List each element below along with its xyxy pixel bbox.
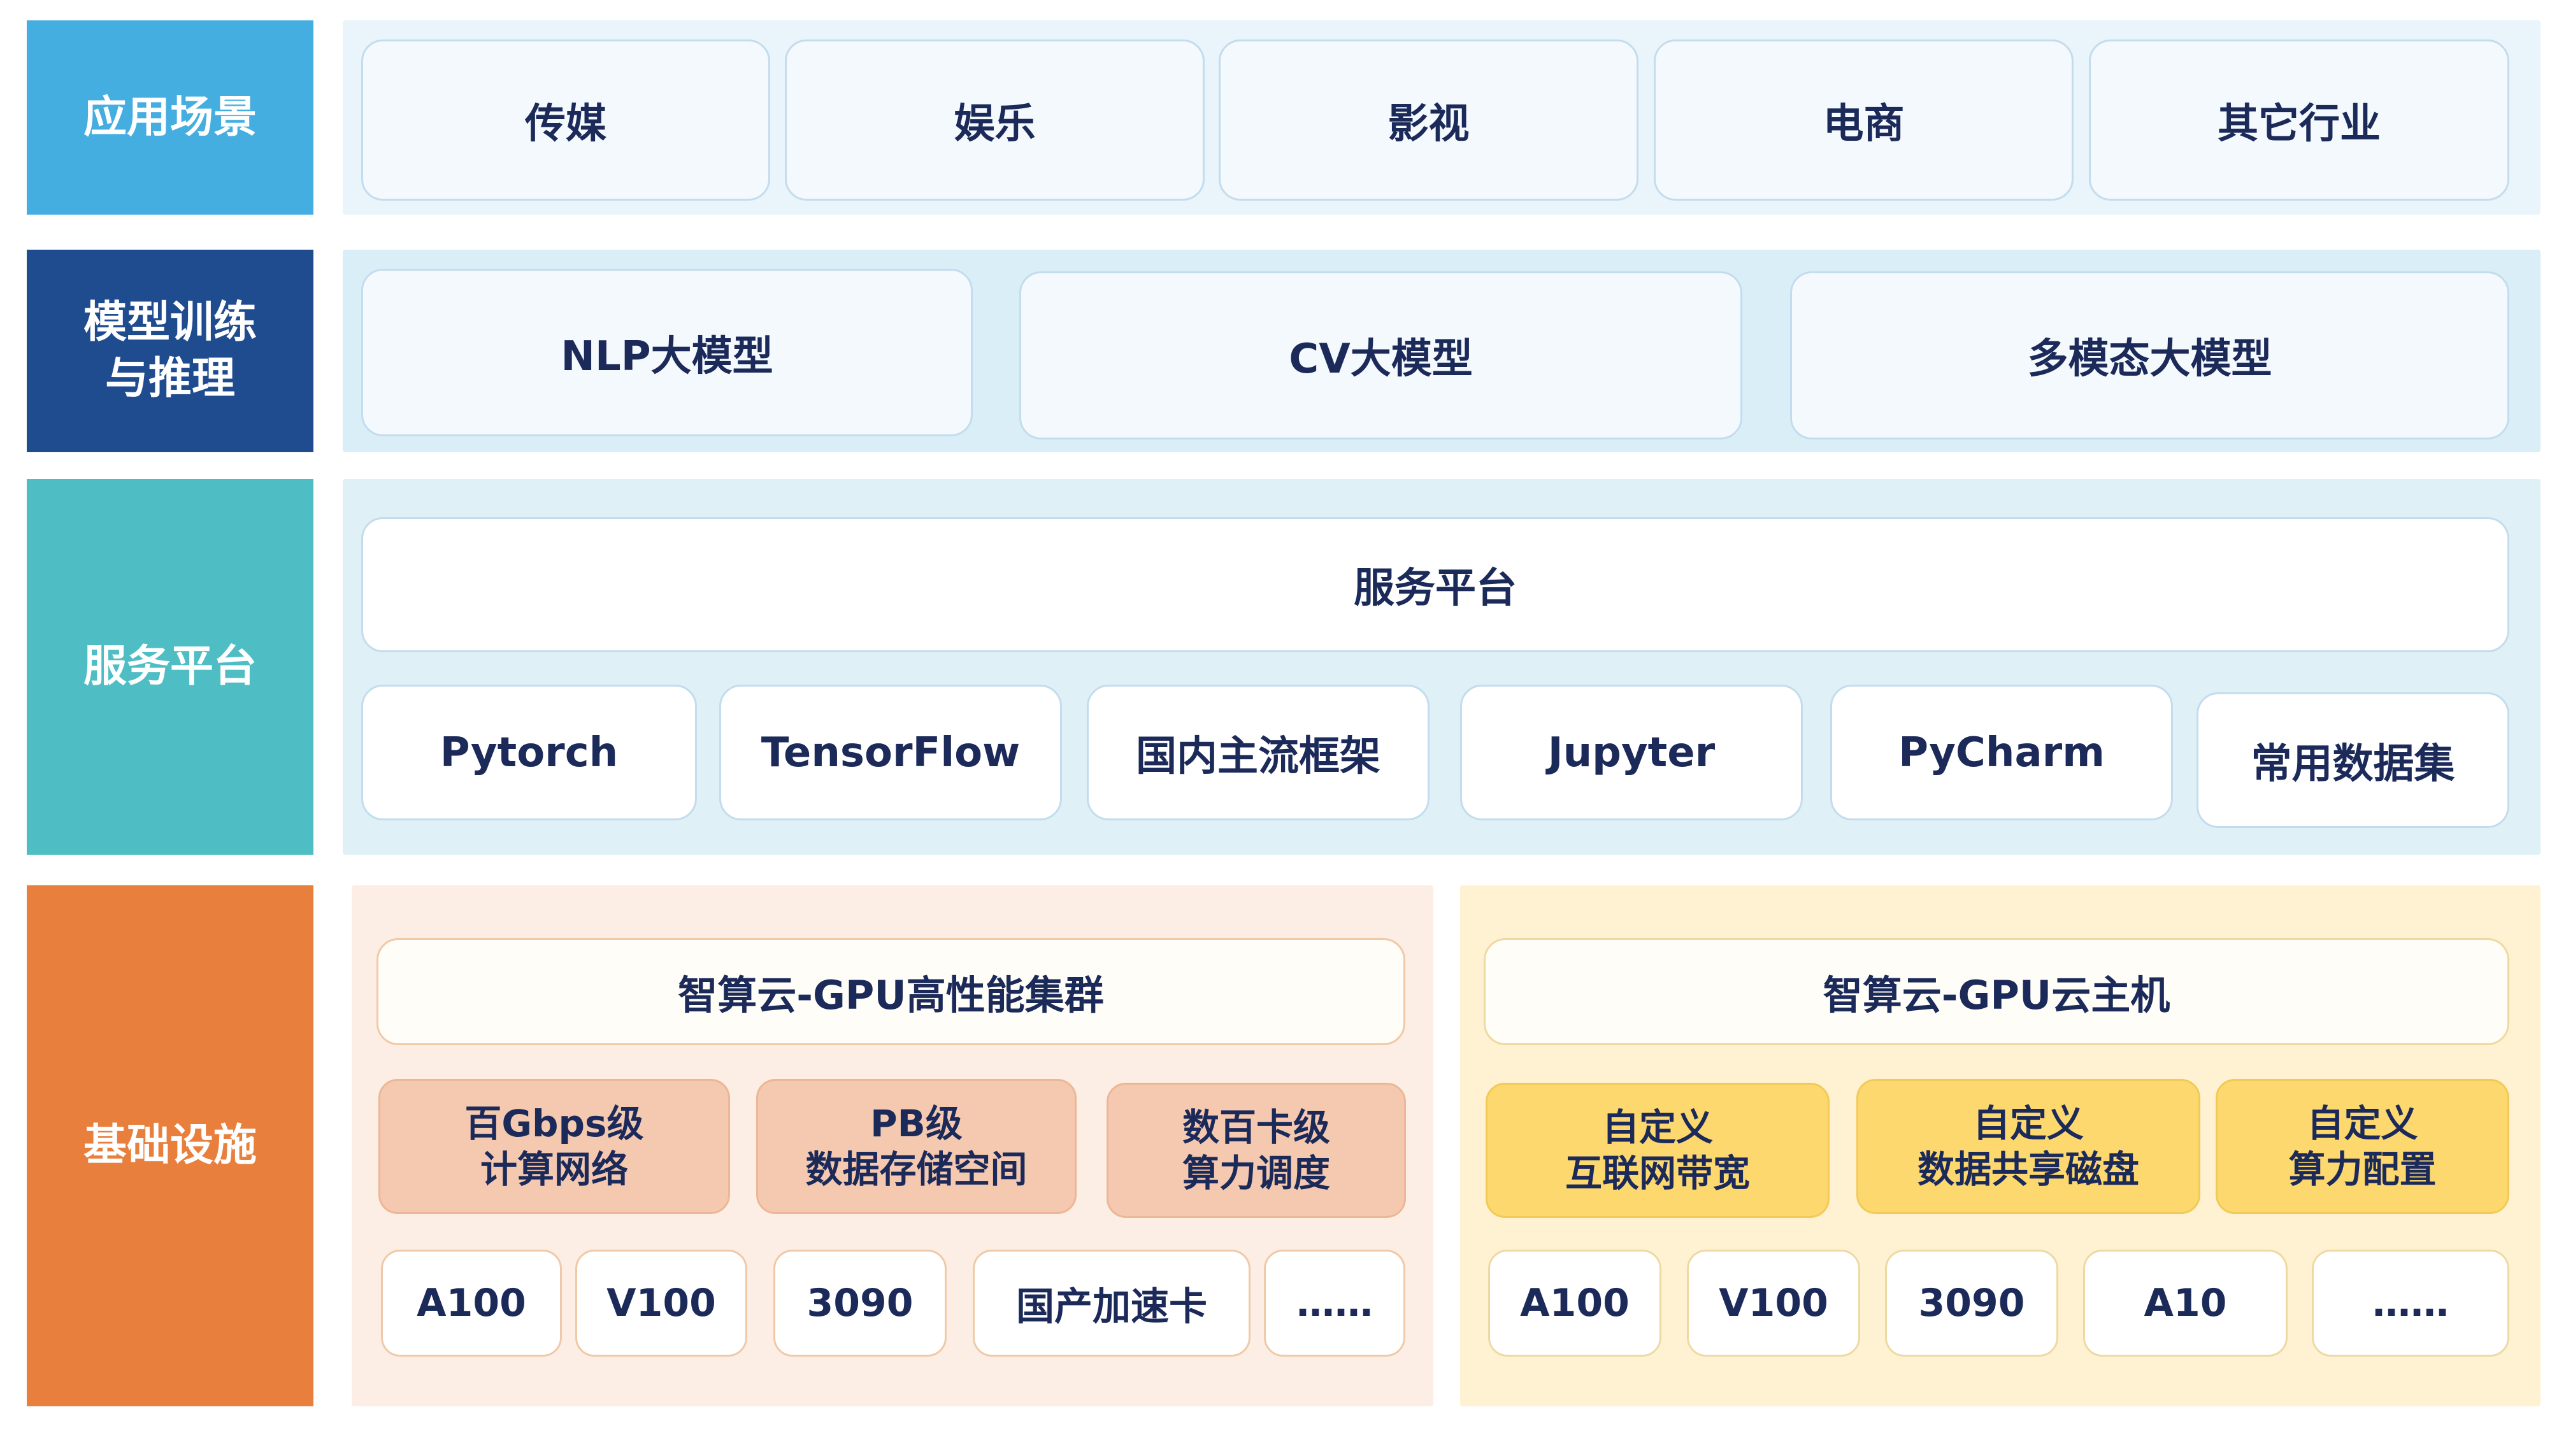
gpu-host-title-card[interactable]: 智算云-GPU云主机 — [1484, 938, 2509, 1045]
host-chip-3090[interactable]: 3090 — [1885, 1250, 2058, 1357]
cluster-feature-network[interactable]: 百Gbps级 计算网络 — [378, 1079, 730, 1214]
model-card-cv[interactable]: CV大模型 — [1019, 271, 1742, 439]
app-card-other-industries[interactable]: 其它行业 — [2089, 39, 2509, 201]
cluster-chip-more[interactable]: …… — [1264, 1250, 1405, 1357]
host-chip-v100[interactable]: V100 — [1687, 1250, 1860, 1357]
model-card-multimodal[interactable]: 多模态大模型 — [1790, 271, 2509, 439]
tool-card-pytorch[interactable]: Pytorch — [361, 685, 697, 820]
service-platform-card[interactable]: 服务平台 — [361, 517, 2509, 652]
cluster-chip-v100[interactable]: V100 — [575, 1250, 747, 1357]
model-card-nlp[interactable]: NLP大模型 — [361, 269, 973, 436]
tool-card-tensorflow[interactable]: TensorFlow — [719, 685, 1062, 820]
host-chip-a100[interactable]: A100 — [1488, 1250, 1661, 1357]
gpu-cluster-title-card[interactable]: 智算云-GPU高性能集群 — [376, 938, 1405, 1045]
tool-card-datasets[interactable]: 常用数据集 — [2197, 692, 2509, 828]
host-feature-bandwidth[interactable]: 自定义 互联网带宽 — [1486, 1083, 1830, 1218]
layer-label-infrastructure: 基础设施 — [27, 885, 313, 1406]
cluster-feature-scheduling[interactable]: 数百卡级 算力调度 — [1107, 1083, 1406, 1218]
tool-card-domestic-frameworks[interactable]: 国内主流框架 — [1087, 685, 1430, 820]
host-chip-a10[interactable]: A10 — [2083, 1250, 2288, 1357]
app-card-entertainment[interactable]: 娱乐 — [785, 39, 1205, 201]
tool-card-pycharm[interactable]: PyCharm — [1830, 685, 2173, 820]
layer-label-model-training: 模型训练 与推理 — [27, 250, 313, 452]
cluster-feature-storage[interactable]: PB级 数据存储空间 — [756, 1079, 1077, 1214]
cluster-chip-domestic-accelerator[interactable]: 国产加速卡 — [973, 1250, 1251, 1357]
host-feature-shared-disk[interactable]: 自定义 数据共享磁盘 — [1856, 1079, 2200, 1214]
host-chip-more[interactable]: …… — [2312, 1250, 2509, 1357]
layer-label-application: 应用场景 — [27, 20, 313, 215]
cluster-chip-3090[interactable]: 3090 — [773, 1250, 947, 1357]
app-card-media[interactable]: 传媒 — [361, 39, 770, 201]
layer-label-service-platform: 服务平台 — [27, 479, 313, 855]
app-card-film[interactable]: 影视 — [1219, 39, 1638, 201]
host-feature-compute-config[interactable]: 自定义 算力配置 — [2216, 1079, 2509, 1214]
app-card-ecommerce[interactable]: 电商 — [1654, 39, 2074, 201]
cluster-chip-a100[interactable]: A100 — [381, 1250, 562, 1357]
tool-card-jupyter[interactable]: Jupyter — [1460, 685, 1803, 820]
